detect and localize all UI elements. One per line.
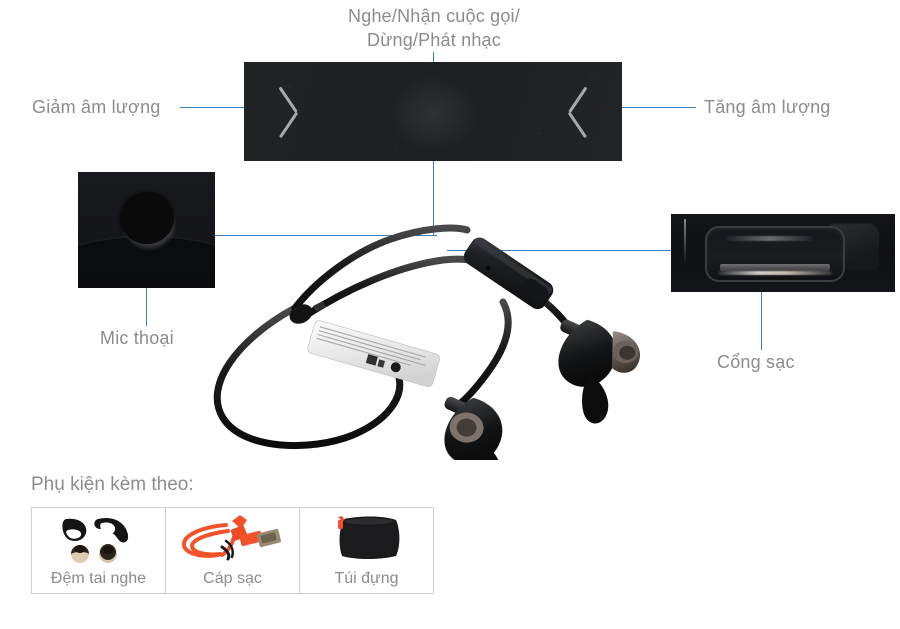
callout-label-play-pause: Nghe/Nhận cuộc gọi/ Dừng/Phát nhạc bbox=[348, 6, 520, 50]
accessory-item-cable[interactable]: Cáp sạc bbox=[166, 508, 300, 593]
accessories-title: Phụ kiện kèm theo: bbox=[31, 474, 194, 495]
port-opening-shape bbox=[704, 226, 846, 282]
microphone-closeup-panel bbox=[78, 172, 215, 288]
accessory-label: Túi đựng bbox=[334, 570, 399, 587]
port-edge-highlight bbox=[684, 218, 687, 266]
carry-pouch-icon bbox=[300, 511, 433, 565]
leader-line-volume-down bbox=[180, 107, 294, 108]
leader-line-volume-up bbox=[572, 107, 696, 108]
port-contact-pin bbox=[720, 263, 830, 271]
port-bottom-shine bbox=[717, 271, 833, 276]
accessory-label: Đệm tai nghe bbox=[50, 570, 147, 587]
mic-hole-shape bbox=[119, 192, 174, 245]
accessory-item-eartips[interactable]: Đệm tai nghe bbox=[32, 508, 166, 593]
callout-label-volume-down: Giảm âm lượng bbox=[32, 97, 161, 117]
accessory-label: Cáp sạc bbox=[203, 570, 262, 587]
charging-cable-icon bbox=[166, 511, 299, 565]
leader-line-play-bottom bbox=[433, 160, 434, 236]
accessories-box-group: Đệm tai nghe bbox=[31, 507, 434, 594]
chevron-right-icon bbox=[560, 86, 588, 138]
accessory-item-pouch[interactable]: Túi đựng bbox=[300, 508, 433, 593]
leader-line-port-horizontal bbox=[447, 250, 679, 251]
leader-line-mic-horizontal bbox=[205, 235, 437, 236]
eartips-icon bbox=[32, 511, 165, 565]
callout-label-mic: Mic thoại bbox=[100, 328, 174, 348]
chevron-left-icon bbox=[278, 86, 306, 138]
charging-port-closeup-panel bbox=[671, 214, 895, 292]
callout-label-charging-port: Cổng sạc bbox=[717, 352, 795, 372]
port-lip-highlight bbox=[725, 235, 814, 241]
remote-control-closeup-panel bbox=[244, 62, 622, 161]
callout-label-volume-up: Tăng âm lượng bbox=[704, 97, 831, 117]
mic-housing-shape bbox=[78, 236, 215, 288]
earphones-product-photo bbox=[185, 190, 655, 460]
